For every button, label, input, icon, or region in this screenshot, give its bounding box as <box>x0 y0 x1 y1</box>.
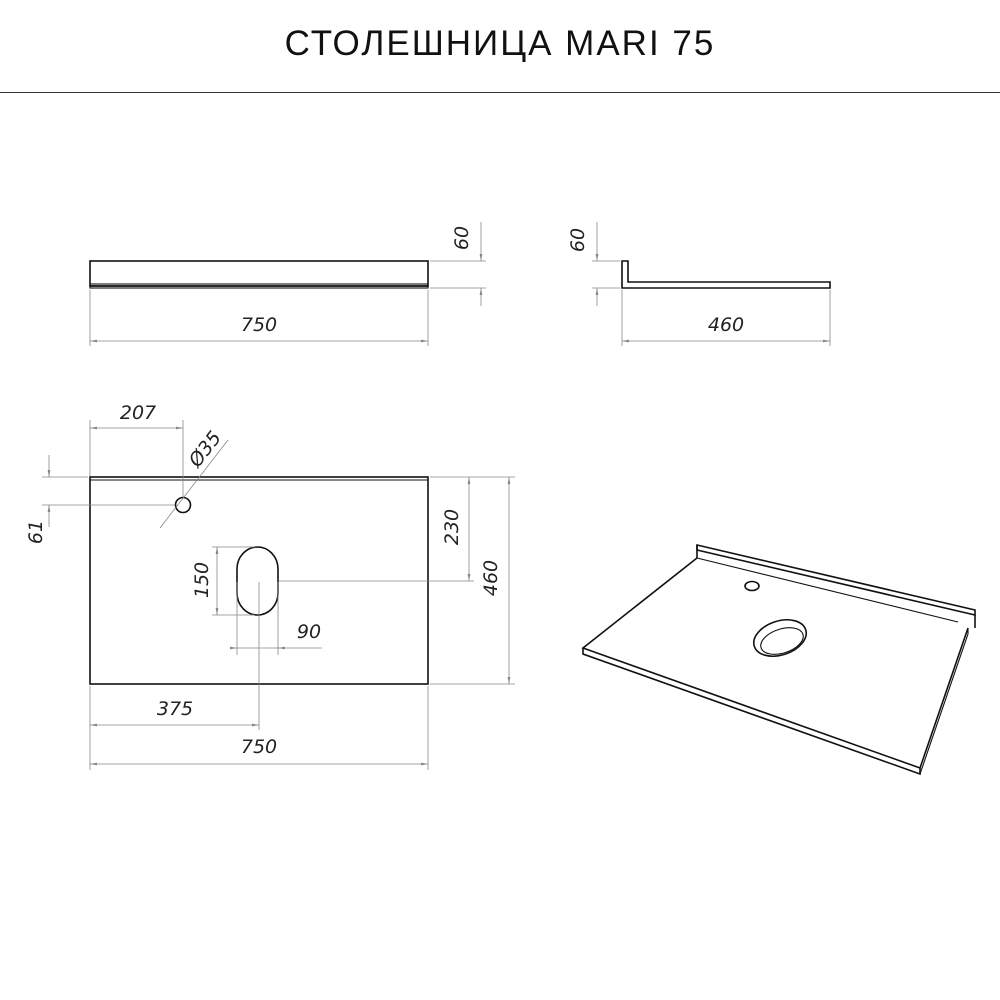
basin-cutout <box>236 546 279 616</box>
basin-width-label: 90 <box>297 621 321 643</box>
side-height-label: 60 <box>567 228 589 252</box>
basin-height-label: 150 <box>191 562 213 598</box>
title-divider <box>0 92 1000 93</box>
tap-offset-y-label: 61 <box>25 520 47 544</box>
isometric-view <box>581 543 976 776</box>
basin-center-x-label: 375 <box>157 698 193 720</box>
isometric-tap-hole <box>744 580 760 592</box>
front-view-slab <box>89 283 429 289</box>
front-width-label: 750 <box>241 314 277 336</box>
isometric-basin <box>752 619 808 657</box>
front-view-backsplash <box>89 260 429 287</box>
side-view: 460 60 <box>567 222 831 346</box>
front-view: 750 60 <box>89 222 486 346</box>
front-height-label: 60 <box>451 226 473 250</box>
top-view: 207 Ø35 61 150 90 230 460 <box>25 402 515 770</box>
isometric-slab <box>581 557 969 770</box>
basin-offset-y-label: 230 <box>441 509 463 545</box>
tap-diameter-label: Ø35 <box>184 427 226 472</box>
top-width-label: 750 <box>241 736 277 758</box>
top-depth-label: 460 <box>480 560 502 596</box>
side-view-profile <box>621 260 831 289</box>
tap-hole <box>174 496 192 514</box>
page-title: СТОЛЕШНИЦА MARI 75 <box>284 24 716 63</box>
side-depth-label: 460 <box>708 314 744 336</box>
tap-offset-x-label: 207 <box>120 402 156 424</box>
